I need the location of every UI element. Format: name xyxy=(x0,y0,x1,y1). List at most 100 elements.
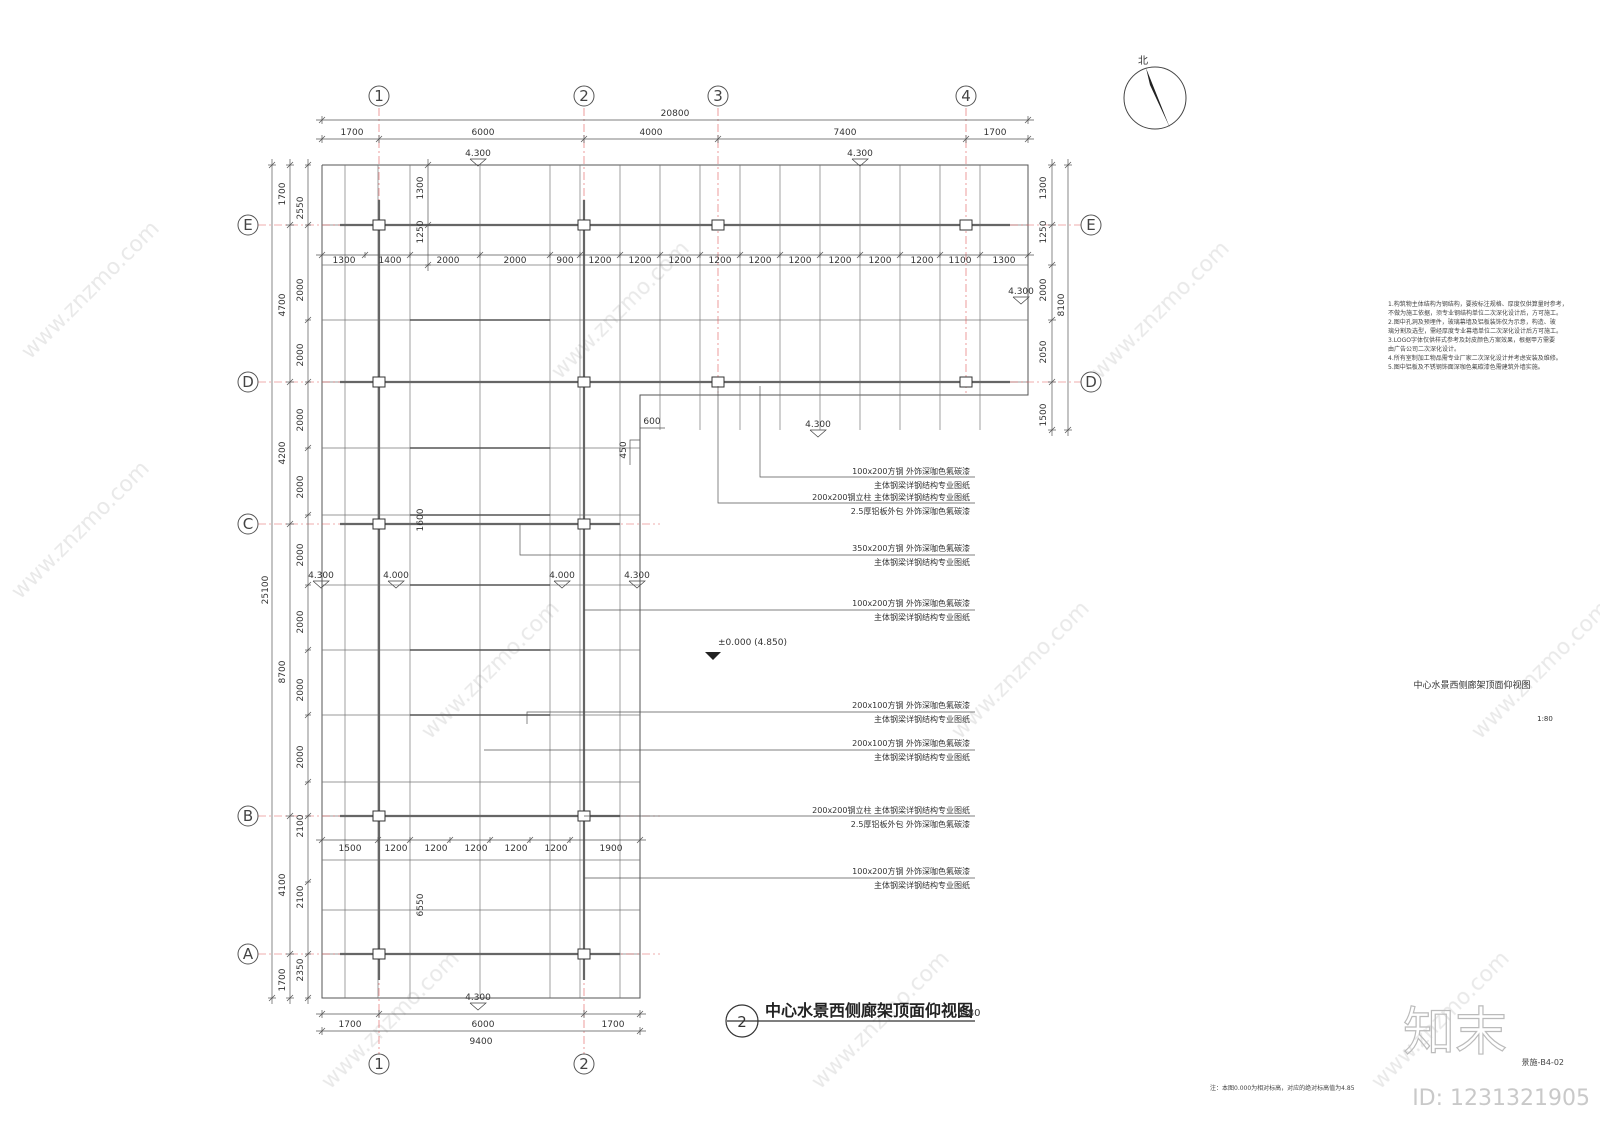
steel-column xyxy=(959,376,973,388)
steel-column xyxy=(577,518,591,530)
dim-tick xyxy=(424,161,432,169)
detail-number: 2 xyxy=(737,1013,747,1031)
grid-label: 1 xyxy=(374,87,384,105)
dim-tick xyxy=(636,836,644,844)
dim-tick xyxy=(856,251,864,259)
dim-tick xyxy=(546,251,554,259)
elevation-mark: 4.000 xyxy=(549,571,575,581)
steel-column xyxy=(372,810,386,822)
dim-text: 2350 xyxy=(296,958,306,981)
dim-tick xyxy=(696,251,704,259)
dim-tick xyxy=(304,812,312,820)
datum-label: ±0.000 (4.850) xyxy=(718,638,787,648)
row-bubbles xyxy=(237,214,1102,965)
dim-text: 1200 xyxy=(465,844,488,854)
note-line: 璃分割及选型，需经厚度专业幕墙单位二次深化设计后方可施工。 xyxy=(1388,327,1562,335)
dim-text: 2100 xyxy=(296,814,306,837)
note-line: 2.图中孔洞及预埋件，玻璃幕墙及铝板装饰仅为示意，构造、玻 xyxy=(1388,318,1556,326)
steel-column xyxy=(372,518,386,530)
dim-text: 1500 xyxy=(339,844,362,854)
column-bubbles-top xyxy=(368,85,977,1075)
dim-text: 6000 xyxy=(472,1020,495,1030)
grid-label: 2 xyxy=(579,1055,589,1073)
dim-tick xyxy=(318,135,326,143)
dim-total-left: 25100 xyxy=(261,575,271,604)
dim-text: 4200 xyxy=(278,441,288,464)
dim-text: 1200 xyxy=(911,256,934,266)
dim-tick xyxy=(304,444,312,452)
side-title: 中心水景西侧廊架顶面仰视图 xyxy=(1413,679,1530,691)
dim-tick xyxy=(304,711,312,719)
dim-text: 1700 xyxy=(278,182,288,205)
dim-text: 1200 xyxy=(829,256,852,266)
dim-tick xyxy=(286,520,294,528)
datum-marker xyxy=(705,652,721,660)
dim-tick xyxy=(486,836,494,844)
annotation-line: 100x200方钢 外饰深咖色氟碳漆 xyxy=(852,866,970,876)
dim-text: 1200 xyxy=(505,844,528,854)
dim-tick xyxy=(406,836,414,844)
annotation-line: 100x200方钢 外饰深咖色氟碳漆 xyxy=(852,598,970,608)
steel-column xyxy=(577,376,591,388)
north-arrow: 北 xyxy=(1123,55,1187,130)
dim-text: 4000 xyxy=(640,128,663,138)
dim-tick xyxy=(580,1010,588,1018)
annotation-line: 200x100方钢 外饰深咖色氟碳漆 xyxy=(852,738,970,748)
dim-tick xyxy=(1048,316,1056,324)
dim-tick xyxy=(286,812,294,820)
dim-text: 2000 xyxy=(296,343,306,366)
elevation-mark: 4.300 xyxy=(805,420,831,430)
dim-tick xyxy=(656,251,664,259)
dim-tick xyxy=(286,378,294,386)
steel-column xyxy=(372,948,386,960)
dim-tick xyxy=(1048,161,1056,169)
annotation-line: 主体钢梁详钢结构专业图纸 xyxy=(874,752,970,762)
brand-logo: 知末 xyxy=(1403,1003,1507,1063)
dim-text: 450 xyxy=(619,441,629,458)
dim-text: 2000 xyxy=(1039,278,1049,301)
dim-tick xyxy=(304,646,312,654)
dim-text: 600 xyxy=(643,417,660,427)
dim-tick xyxy=(476,251,484,259)
dim-text: 1200 xyxy=(669,256,692,266)
dim-tick xyxy=(816,251,824,259)
watermark: www.znzmo.com xyxy=(417,596,565,744)
dim-text: 1300 xyxy=(333,256,356,266)
grid-label: A xyxy=(243,945,254,963)
annotation-line: 主体钢梁详钢结构专业图纸 xyxy=(874,880,970,890)
annotation-line: 2.5厚铝板外包 外饰深咖色氟碳漆 xyxy=(851,506,970,516)
note-line: 不做为施工依据，须专业钢结构单位二次深化设计后，方可施工。 xyxy=(1388,309,1562,317)
watermark: www.znzmo.com xyxy=(807,946,955,1094)
elevation-mark: 4.000 xyxy=(383,571,409,581)
dim-text: 1400 xyxy=(379,256,402,266)
dim-text: 1700 xyxy=(602,1020,625,1030)
dim-text: 4100 xyxy=(278,873,288,896)
dim-tick xyxy=(1024,251,1032,259)
dim-text: 6000 xyxy=(472,128,495,138)
dim-tick xyxy=(1024,116,1032,124)
dim-total-bottom: 9400 xyxy=(470,1037,493,1047)
grid-bubble xyxy=(368,85,390,107)
dim-text: 2000 xyxy=(437,256,460,266)
steel-column xyxy=(711,219,725,231)
grid-label: E xyxy=(1086,216,1095,234)
grid-bubble xyxy=(707,85,729,107)
dim-text: 2000 xyxy=(296,543,306,566)
dim-tick xyxy=(304,221,312,229)
dim-tick xyxy=(375,135,383,143)
dim-text: 2000 xyxy=(296,745,306,768)
dim-tick xyxy=(318,251,326,259)
dim-text: 1700 xyxy=(341,128,364,138)
dim-text: 1900 xyxy=(600,844,623,854)
watermark: www.znzmo.com xyxy=(1467,596,1600,744)
dim-text: 1300 xyxy=(993,256,1016,266)
dim-tick xyxy=(976,251,984,259)
dim-text: 2050 xyxy=(1039,340,1049,363)
elevation-mark: 4.300 xyxy=(465,993,491,1003)
watermark: www.znzmo.com xyxy=(7,456,155,604)
dim-text: 1200 xyxy=(869,256,892,266)
annotation-line: 主体钢梁详钢结构专业图纸 xyxy=(874,714,970,724)
dim-tick xyxy=(936,251,944,259)
dim-tick xyxy=(304,316,312,324)
dim-tick xyxy=(318,1027,326,1035)
